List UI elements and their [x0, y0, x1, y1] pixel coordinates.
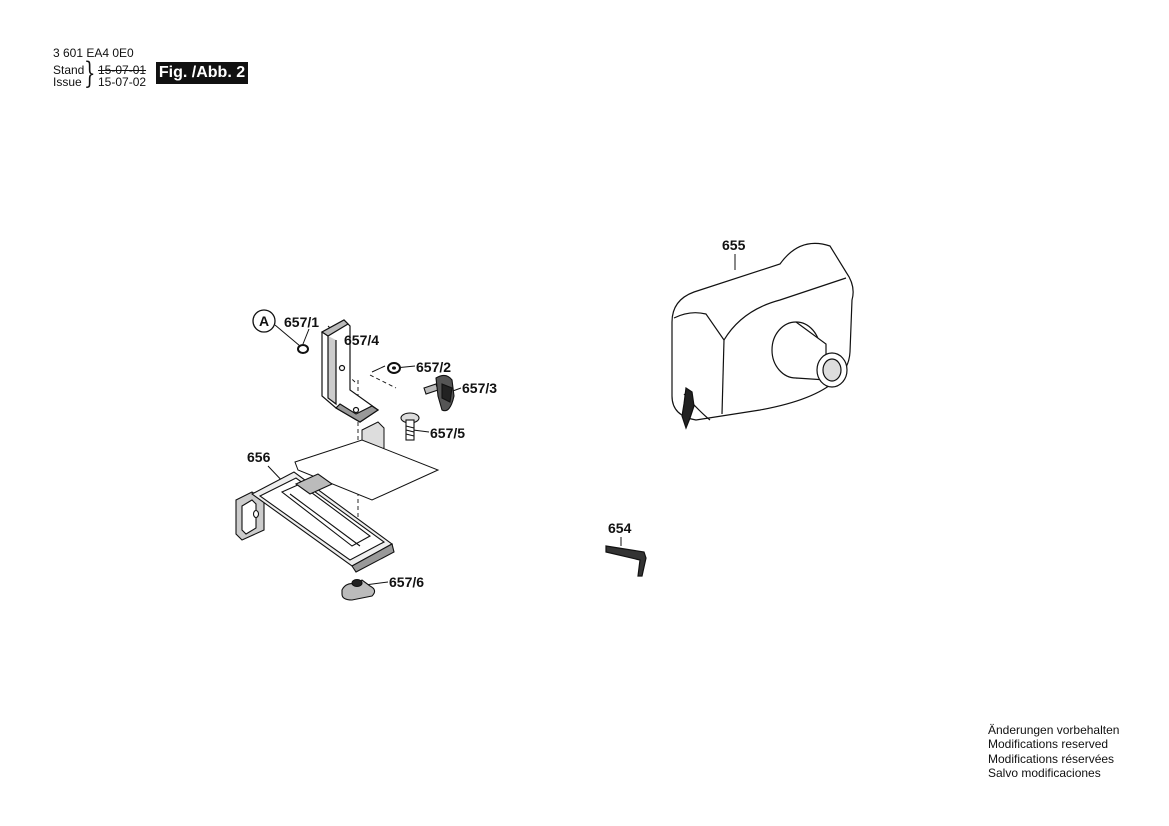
callout-654: 654: [608, 520, 632, 536]
issue-date: 15-07-02: [98, 75, 147, 89]
dust-bag-655: [671, 242, 854, 430]
notice-line-fr: Modifications réservées: [988, 751, 1115, 766]
callout-657-6: 657/6: [389, 574, 424, 590]
figure-badge: Fig. /Abb. 2: [156, 62, 248, 84]
reference-circle-a: A: [252, 309, 276, 333]
brace-symbol: }: [84, 56, 96, 91]
circle-a-label: A: [259, 313, 269, 329]
angle-bracket-657-4: [320, 319, 380, 423]
stand-label: Stand: [53, 63, 85, 77]
callout-657-1: 657/1: [284, 314, 319, 330]
modifications-notice: Änderungen vorbehalten Modifications res…: [988, 723, 1119, 780]
carriage-bolt-657-5: [400, 412, 420, 441]
issue-label: Issue: [53, 75, 82, 89]
callout-655: 655: [722, 237, 746, 253]
ring-part-657-1: [297, 344, 309, 354]
washer-657-2: [387, 362, 401, 374]
stand-date: 15-07-01: [98, 63, 147, 77]
notice-line-en: Modifications reserved: [988, 737, 1109, 752]
wing-screw-657-3: [423, 374, 455, 412]
callout-657-5: 657/5: [430, 425, 465, 441]
hex-key-654: [605, 545, 647, 577]
callout-657-2: 657/2: [416, 359, 451, 375]
notice-line-es: Salvo modificaciones: [988, 765, 1101, 780]
parallel-guide-656: [235, 471, 395, 573]
document-code: 3 601 EA4 0E0: [53, 46, 134, 60]
wing-nut-657-6: [341, 578, 376, 601]
callout-656: 656: [247, 449, 271, 465]
guide-plate: [294, 421, 440, 501]
callout-657-3: 657/3: [462, 380, 497, 396]
notice-line-de: Änderungen vorbehalten: [988, 723, 1120, 737]
callout-657-4: 657/4: [344, 332, 379, 348]
